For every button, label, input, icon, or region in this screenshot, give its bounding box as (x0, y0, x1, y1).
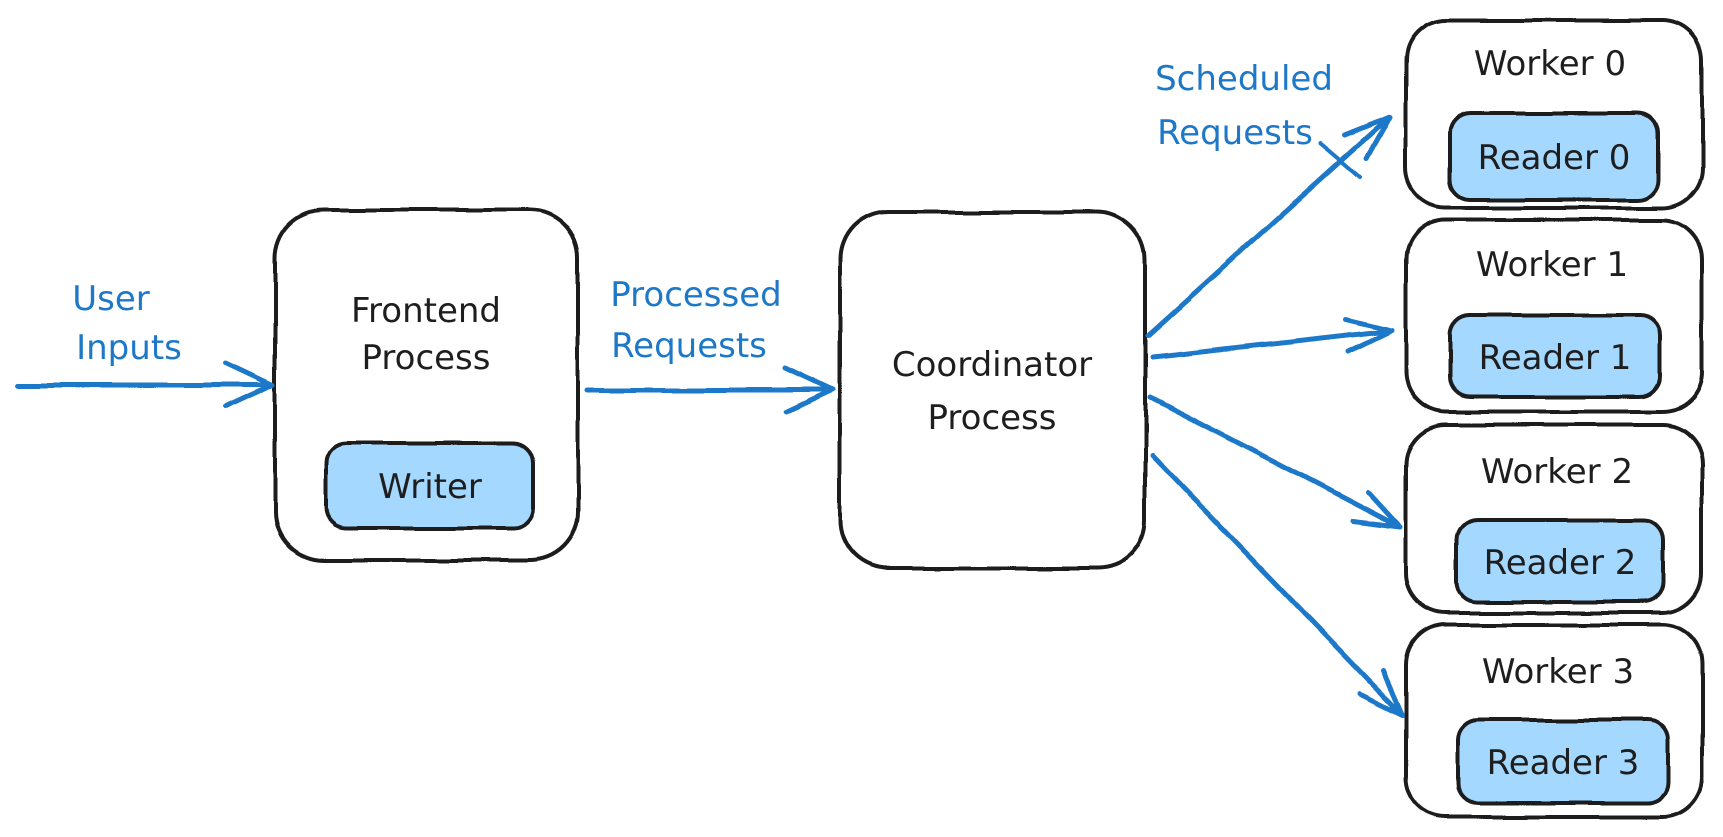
user-inputs-arrow (14, 360, 276, 410)
processed-requests-arrow (584, 365, 836, 415)
frontend-process-title-line1: Frontend (351, 291, 501, 331)
worker-1-title: Worker 1 (1476, 245, 1628, 285)
coordinator-process-title-line1: Coordinator (892, 345, 1092, 385)
user-inputs-label-line2: Inputs (76, 328, 182, 368)
node-labels: Frontend Process Writer Coordinator Proc… (351, 44, 1639, 783)
reader-3-chip-label: Reader 3 (1487, 743, 1640, 783)
coordinator-process-title-line2: Process (928, 398, 1057, 438)
scheduled-arrow-worker-0 (1145, 114, 1393, 338)
scheduled-arrow-worker-3 (1149, 452, 1405, 718)
processed-requests-label-line1: Processed (610, 275, 781, 315)
reader-3-chip (1456, 718, 1670, 805)
arrows (14, 114, 1405, 718)
reader-2-chip-label: Reader 2 (1484, 543, 1637, 583)
node-shapes (273, 18, 1704, 819)
reader-0-chip (1448, 111, 1660, 202)
scheduled-arrow-worker-2 (1147, 394, 1403, 530)
reader-0-chip-label: Reader 0 (1478, 138, 1631, 178)
scheduled-label-connector (1318, 141, 1362, 179)
worker-3-title: Worker 3 (1482, 652, 1634, 692)
worker-0-title: Worker 0 (1474, 44, 1626, 84)
scheduled-requests-label-line1: Scheduled (1155, 59, 1333, 99)
edge-labels: User Inputs Processed Requests Scheduled… (72, 59, 1333, 368)
processed-requests-label-line2: Requests (611, 326, 767, 366)
reader-1-chip (1448, 313, 1662, 399)
frontend-process-title-line2: Process (362, 338, 491, 378)
reader-1-chip-label: Reader 1 (1479, 338, 1632, 378)
coordinator-process-node (838, 210, 1147, 570)
user-inputs-label-line1: User (72, 279, 150, 319)
scheduled-requests-label-line2: Requests (1157, 113, 1313, 153)
writer-chip (324, 441, 535, 530)
writer-chip-label: Writer (378, 467, 482, 507)
worker-2-title: Worker 2 (1481, 452, 1633, 492)
reader-2-chip (1455, 518, 1665, 604)
scheduled-arrow-worker-1 (1149, 316, 1395, 360)
